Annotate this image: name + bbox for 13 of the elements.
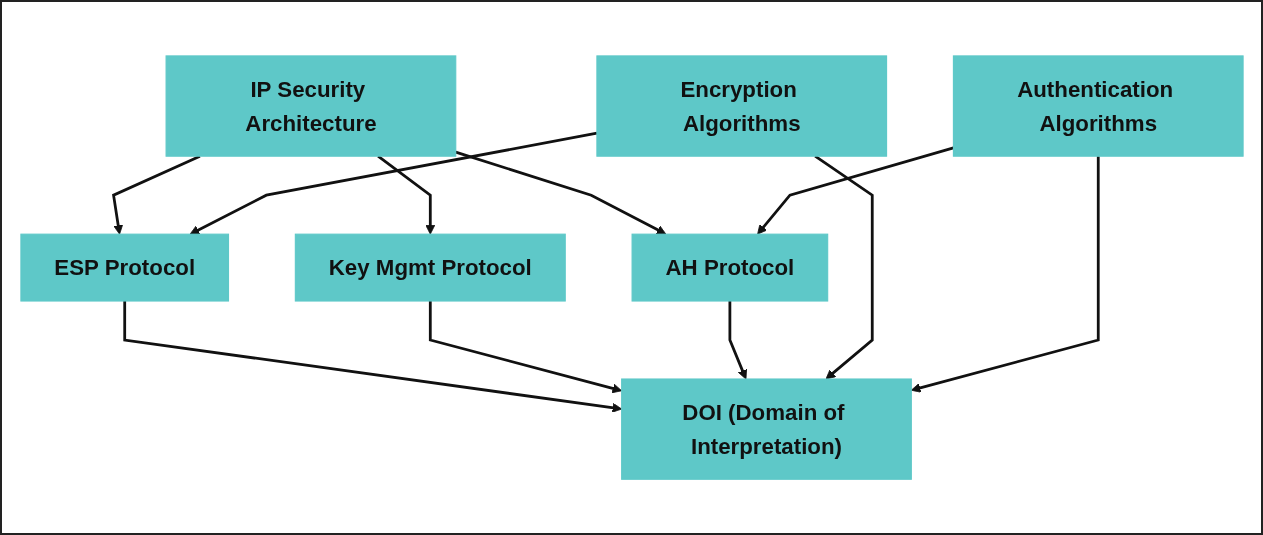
arrow bbox=[454, 150, 666, 235]
node-box: Key Mgmt Protocol bbox=[294, 233, 566, 302]
arrow bbox=[910, 156, 1100, 393]
arrow bbox=[122, 300, 622, 413]
node-box: IP Security Architecture bbox=[165, 55, 456, 157]
node-box: DOI (Domain of Interpretation) bbox=[620, 378, 912, 480]
node-box: Encryption Algorithms bbox=[595, 55, 887, 157]
arrow bbox=[428, 300, 622, 394]
node-box: ESP Protocol bbox=[19, 233, 229, 302]
node-box: Authentication Algorithms bbox=[952, 55, 1244, 157]
arrow bbox=[189, 131, 597, 235]
arrow bbox=[728, 300, 747, 380]
node-box: AH Protocol bbox=[631, 233, 828, 302]
